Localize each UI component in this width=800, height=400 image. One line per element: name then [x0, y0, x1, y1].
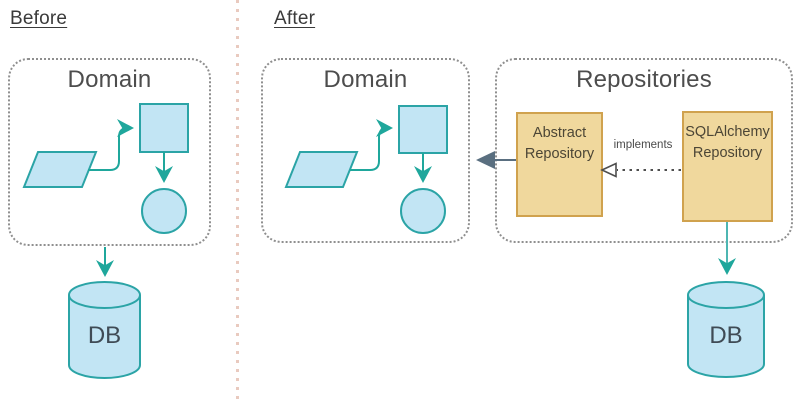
after-db-cylinder-top — [687, 281, 765, 309]
after-heading: After — [274, 8, 316, 29]
repositories-box — [495, 58, 793, 243]
after-parallelogram-to-square-arrow — [350, 119, 393, 171]
after-db-label: DB — [709, 322, 743, 349]
after-db-cylinder-body — [687, 295, 765, 378]
before-square-shape — [139, 103, 189, 153]
before-domain-title: Domain — [67, 66, 152, 93]
before-parallelogram-shape — [22, 151, 98, 188]
abstract-repository-label-line1: Abstract — [532, 125, 587, 141]
before-db-label: DB — [87, 322, 122, 349]
abstract-repository-box: Abstract Repository — [516, 112, 603, 217]
sqlalchemy-repository-box: SQLAlchemy Repository — [682, 111, 773, 222]
before-db-cylinder-top — [68, 281, 141, 309]
implements-open-triangle-arrowhead — [600, 162, 617, 178]
sqlalchemy-repository-label-line1: SQLAlchemy — [685, 124, 770, 140]
repositories-title: Repositories — [576, 66, 712, 93]
after-parallelogram-shape — [284, 151, 359, 188]
after-domain-title: Domain — [323, 66, 408, 93]
after-domain-box — [261, 58, 470, 243]
before-circle-shape — [141, 188, 187, 234]
abstract-repository-label-line2: Repository — [524, 146, 595, 162]
before-parallelogram-to-square-arrow — [88, 119, 134, 171]
before-domain-box — [8, 58, 211, 246]
after-circle-shape — [400, 188, 446, 234]
sqlalchemy-repository-label-line2: Repository — [692, 145, 763, 161]
before-heading: Before — [10, 8, 68, 29]
after-square-shape — [398, 105, 448, 154]
before-db-cylinder-body — [68, 295, 141, 379]
before-after-divider — [236, 0, 239, 400]
implements-label: implements — [613, 139, 673, 151]
